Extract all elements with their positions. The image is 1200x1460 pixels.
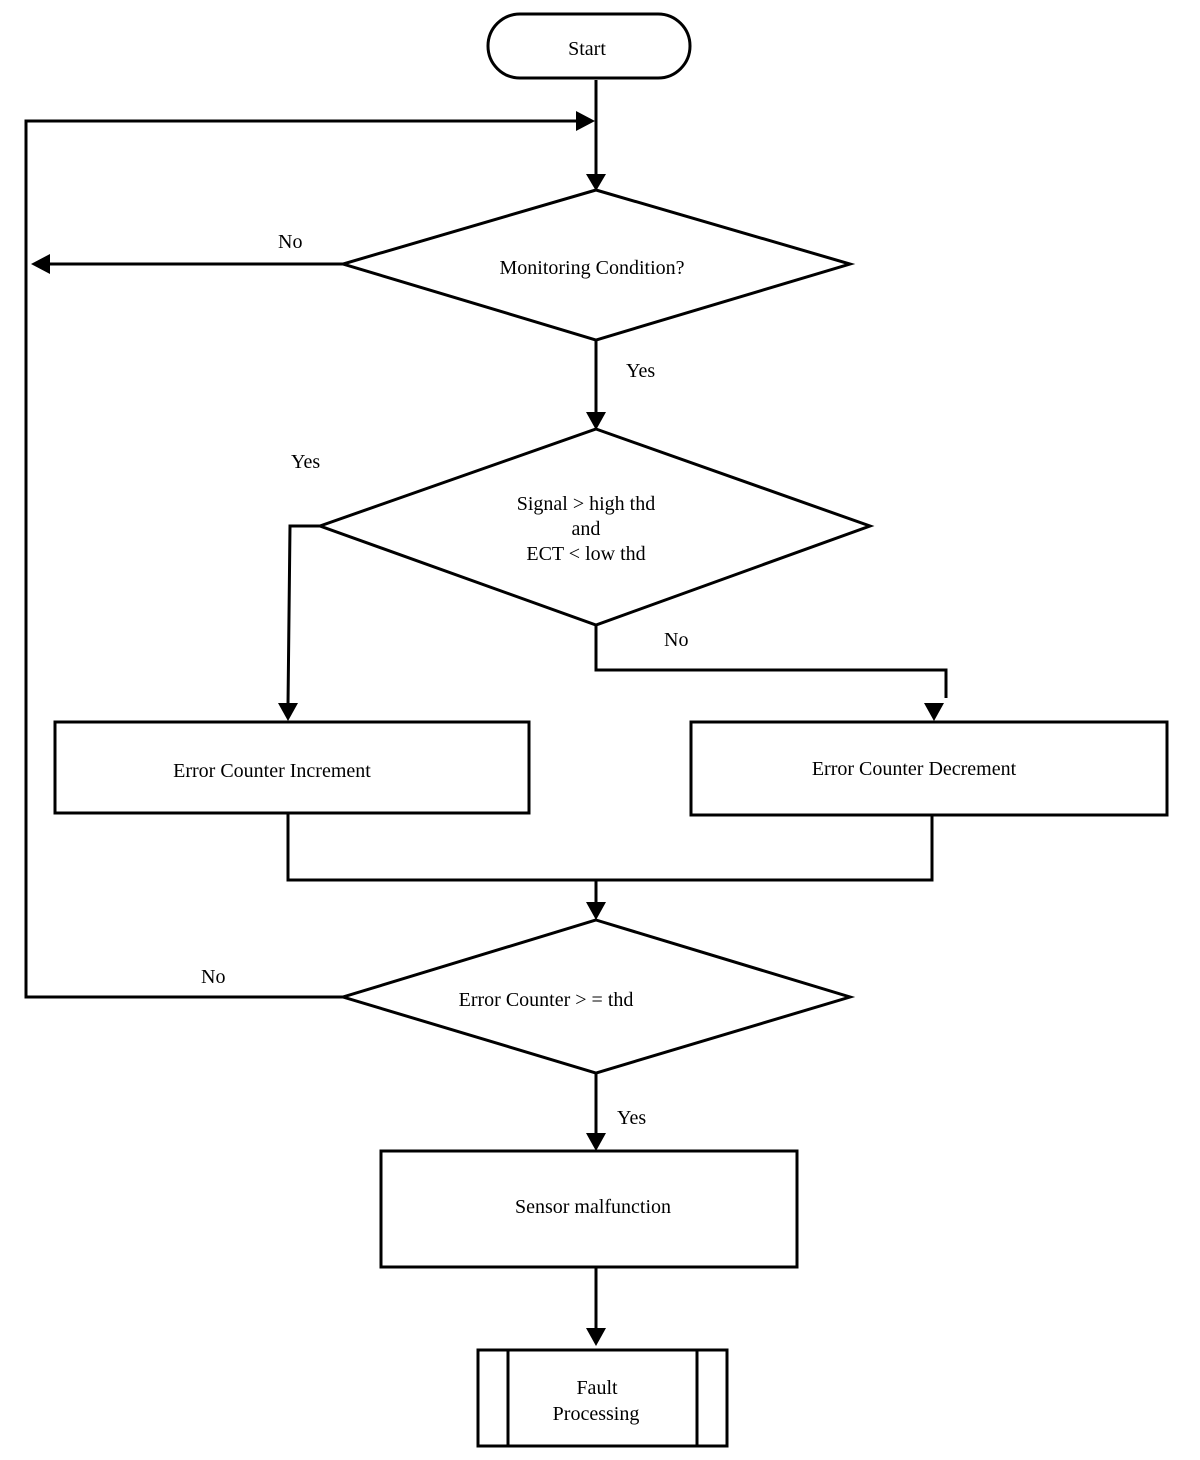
edge-label-counter-yes: Yes	[617, 1107, 646, 1129]
increment-process: Error Counter Increment	[53, 720, 531, 815]
signal-label-line3: ECT < low thd	[526, 543, 645, 565]
malfunction-label: Sensor malfunction	[515, 1196, 671, 1218]
edge-signal-no	[594, 625, 948, 698]
edge-label-counter-no: No	[201, 966, 225, 988]
arrowhead-counter-top	[586, 902, 606, 920]
decrement-process: Error Counter Decrement	[689, 720, 1169, 817]
edge-label-monitoring-yes: Yes	[626, 360, 655, 382]
monitoring-decision: Monitoring Condition?	[337, 188, 856, 342]
signal-label-line2: and	[572, 518, 601, 540]
arrowhead-monitoring-no	[31, 254, 50, 274]
edge-label-monitoring-no: No	[278, 231, 302, 253]
fault-label-line2: Processing	[553, 1403, 640, 1425]
start-terminator: Start	[486, 12, 692, 80]
arrowhead-decrement	[924, 703, 944, 721]
edge-merge	[286, 813, 934, 882]
signal-label-line1: Signal > high thd	[517, 493, 656, 515]
edge-signal-yes	[286, 524, 320, 706]
monitoring-label: Monitoring Condition?	[500, 257, 685, 279]
counter-decision: Error Counter > = thd	[337, 918, 856, 1075]
fault-label-line1: Fault	[576, 1377, 618, 1399]
arrowhead-monitoring-top	[586, 174, 606, 191]
edge-label-signal-yes: Yes	[291, 451, 320, 473]
arrowhead-increment	[278, 703, 298, 721]
edge-label-signal-no: No	[664, 629, 688, 651]
arrowhead-signal-top	[586, 412, 606, 430]
counter-label: Error Counter > = thd	[459, 989, 634, 1011]
arrowhead-loop-back	[576, 111, 595, 131]
malfunction-process: Sensor malfunction	[379, 1149, 799, 1269]
decrement-label: Error Counter Decrement	[812, 758, 1017, 780]
edge-loop-back	[24, 119, 578, 999]
increment-label: Error Counter Increment	[173, 760, 371, 782]
fault-processing-subroutine: Fault Processing	[476, 1348, 729, 1448]
arrowhead-malfunction	[586, 1133, 606, 1151]
signal-decision: Signal > high thd and ECT < low thd	[315, 427, 875, 627]
start-label: Start	[568, 38, 606, 60]
arrowhead-fault	[586, 1328, 606, 1346]
